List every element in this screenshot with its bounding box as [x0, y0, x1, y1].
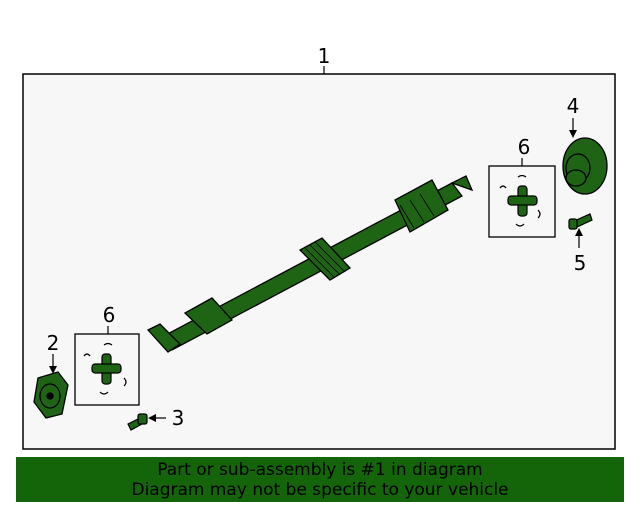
- callout-6-front[interactable]: 6: [103, 303, 116, 327]
- info-banner: Part or sub-assembly is #1 in diagram Di…: [16, 457, 624, 502]
- callout-1[interactable]: 1: [318, 44, 331, 68]
- front-bolt[interactable]: [127, 413, 148, 431]
- ujoint-box-front: [74, 333, 140, 406]
- front-flange[interactable]: [33, 371, 69, 419]
- callout-2[interactable]: 2: [47, 331, 60, 355]
- callout-3[interactable]: 3: [172, 406, 185, 430]
- banner-line-2: Diagram may not be specific to your vehi…: [131, 480, 509, 500]
- rear-bolt[interactable]: [568, 213, 593, 230]
- rear-flange[interactable]: [562, 137, 608, 195]
- banner-line-1: Part or sub-assembly is #1 in diagram: [157, 460, 483, 480]
- callout-6-rear[interactable]: 6: [518, 135, 531, 159]
- drive-shaft[interactable]: [146, 175, 474, 353]
- callout-4[interactable]: 4: [567, 94, 580, 118]
- callout-5[interactable]: 5: [574, 251, 587, 275]
- universal-joint-front[interactable]: [83, 342, 127, 395]
- universal-joint-rear[interactable]: [499, 174, 541, 227]
